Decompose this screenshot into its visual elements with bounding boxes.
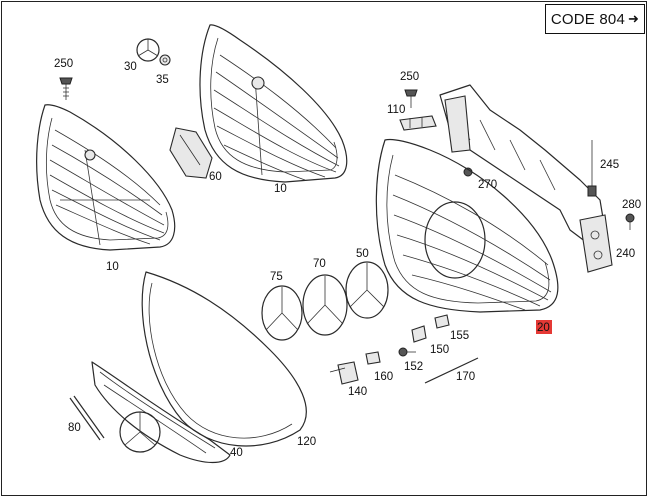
callout-75: 75 [270, 271, 283, 283]
callout-35: 35 [156, 74, 169, 86]
emblem-part-75[interactable] [261, 285, 303, 341]
callout-40: 40 [230, 447, 243, 459]
rod-part-170[interactable] [424, 357, 479, 384]
callout-245: 245 [600, 159, 619, 171]
callout-10-upper: 10 [274, 183, 287, 195]
callout-250-left: 250 [54, 58, 73, 70]
callout-120: 120 [297, 436, 316, 448]
callout-280: 280 [622, 199, 641, 211]
emblem-part-70[interactable] [302, 274, 348, 336]
callout-80: 80 [68, 422, 81, 434]
nut-part-35[interactable] [159, 54, 171, 66]
emblem-part-50[interactable] [345, 261, 389, 319]
callout-60: 60 [209, 171, 222, 183]
grille-main-part-20[interactable] [375, 138, 559, 334]
strip-part-80[interactable] [69, 395, 105, 441]
cover-part-60[interactable] [169, 127, 213, 179]
callout-150: 150 [430, 344, 449, 356]
bolt-part-245[interactable] [587, 140, 597, 197]
code-804-link[interactable]: CODE 804 ➜ [545, 4, 645, 34]
callout-270: 270 [478, 179, 497, 191]
chrome-piece-part-40[interactable] [91, 361, 231, 464]
clip-part-155[interactable] [434, 314, 450, 329]
leader-lines [329, 367, 346, 373]
grille-left-part-10[interactable] [36, 104, 176, 251]
callout-155: 155 [450, 330, 469, 342]
callout-20: 20 [537, 322, 550, 334]
star-emblem-part-30[interactable] [136, 38, 160, 62]
screw-part-250-right[interactable] [404, 89, 418, 108]
clip-part-110[interactable] [399, 115, 437, 131]
grille-upper-part-10[interactable] [199, 24, 348, 183]
callout-240: 240 [616, 248, 635, 260]
callout-140: 140 [348, 386, 367, 398]
callout-160: 160 [374, 371, 393, 383]
callout-152: 152 [404, 361, 423, 373]
callout-10-left: 10 [106, 261, 119, 273]
callout-labels: 250 30 35 10 60 10 250 110 245 270 280 2… [54, 58, 641, 459]
trim-frame-part-120[interactable] [141, 271, 307, 447]
arrow-right-icon: ➜ [628, 11, 640, 26]
callout-70: 70 [313, 258, 326, 270]
callout-250-right: 250 [400, 71, 419, 83]
screw-part-280[interactable] [625, 213, 635, 230]
callout-110: 110 [387, 104, 405, 116]
callout-50: 50 [356, 248, 369, 260]
bracket-assembly[interactable] [439, 84, 613, 273]
clip-part-160[interactable] [365, 351, 381, 365]
clip-part-150[interactable] [411, 325, 427, 343]
screw-part-152[interactable] [398, 347, 416, 357]
callout-170: 170 [456, 371, 475, 383]
screw-part-250-left[interactable] [59, 77, 73, 100]
bracket-part-140[interactable] [337, 361, 359, 385]
code-label: CODE 804 [550, 10, 626, 28]
callout-30: 30 [124, 61, 137, 73]
